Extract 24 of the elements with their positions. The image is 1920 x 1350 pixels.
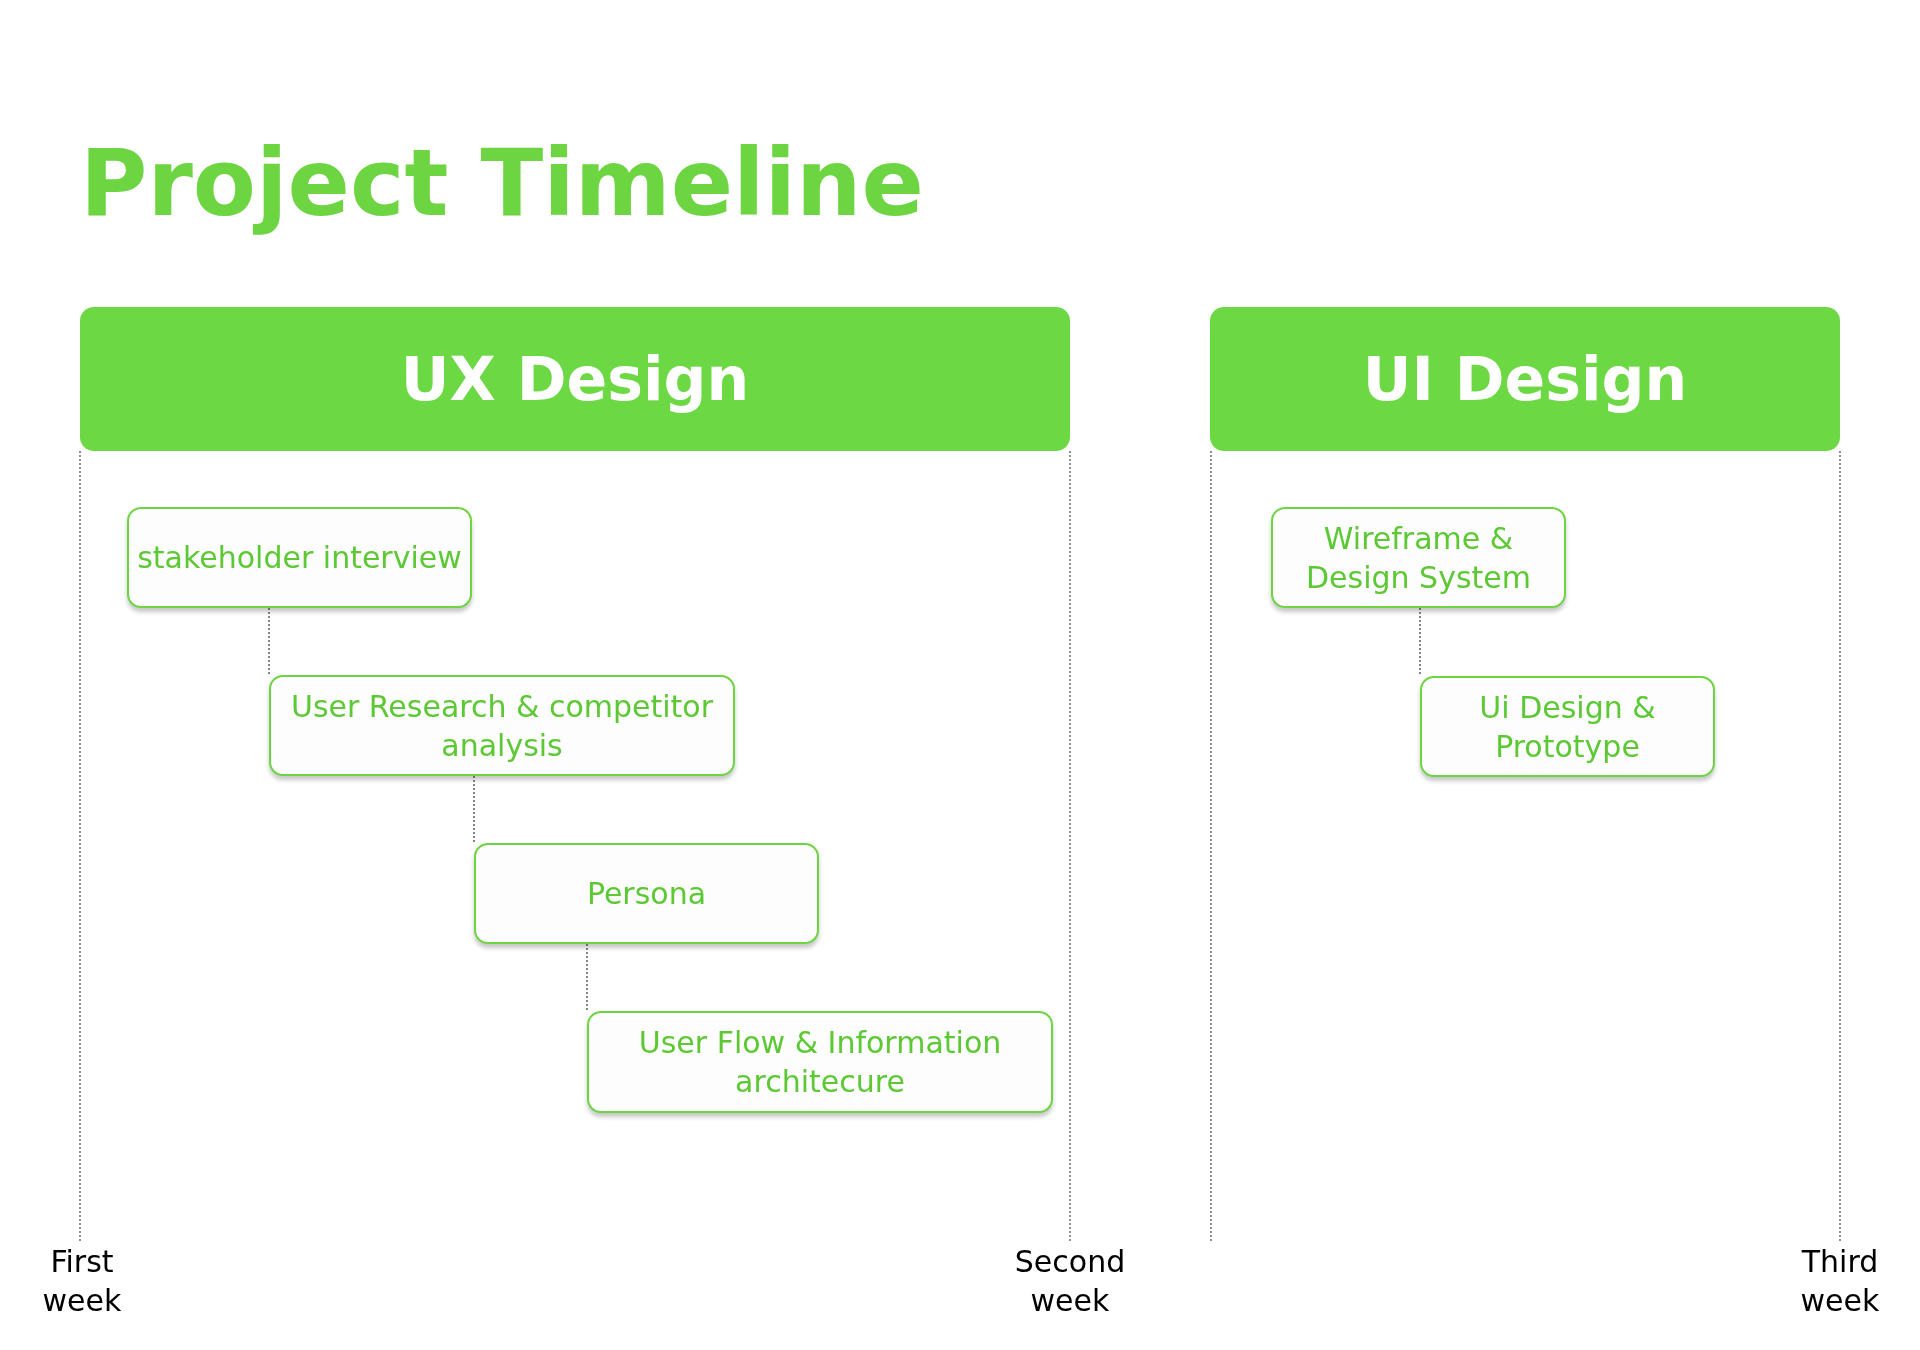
task-label: stakeholder interview [137,539,462,577]
connector-line [473,775,475,844]
week-label: Third week [1799,1243,1881,1320]
task-box [587,1011,1053,1113]
task-box [127,507,472,608]
task-box [474,843,819,944]
task-box [1420,676,1715,777]
page-title: Project Timeline [80,130,924,237]
phase-title: UI Design [1362,344,1688,414]
phase-header-bar [80,307,1070,451]
task-box [269,675,735,776]
phase-header-bar [1210,307,1840,451]
task-label: User Research & competitor analysis [289,687,715,765]
week-label: Second week [1013,1243,1127,1320]
task-label: Wireframe & Design System [1305,519,1532,597]
connector-line [268,607,270,676]
phase-title: UX Design [400,344,750,414]
task-label: User Flow & Information architecure [637,1024,1003,1101]
connector-line [1419,607,1421,677]
task-box [1271,507,1566,608]
task-label: Ui Design & Prototype [1478,688,1657,766]
week-label: First week [41,1243,123,1320]
connector-line [586,943,588,1012]
task-label: Persona [586,875,707,913]
